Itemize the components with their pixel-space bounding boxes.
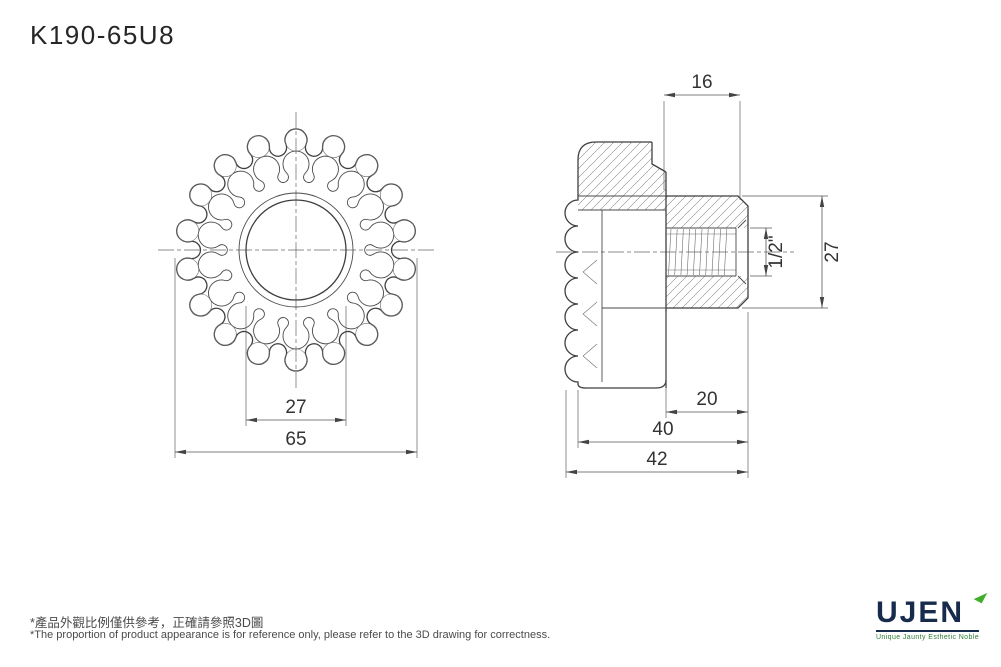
dim-front-bore-label: 27	[285, 397, 306, 418]
thread-tick	[686, 228, 690, 276]
dimension-arrowhead	[666, 409, 677, 415]
grip-ball-circle	[247, 342, 270, 365]
grip-ball-circle	[355, 322, 379, 346]
thread-tick	[705, 228, 709, 276]
knob-side-outline	[564, 141, 667, 389]
grip-ball-circle	[247, 135, 270, 158]
grip-ball-circle	[355, 154, 379, 177]
dimensions	[174, 92, 828, 478]
dimension-arrowhead	[335, 417, 346, 423]
dimension-arrowhead	[763, 228, 769, 239]
thread-turns	[668, 228, 728, 276]
grip-ball-circle	[284, 348, 308, 372]
grip-ball-circles	[176, 128, 416, 372]
boss-outline	[666, 195, 749, 309]
body-section-hatch	[578, 196, 666, 210]
grip-ball-circle	[176, 257, 199, 281]
dimension-arrowhead	[819, 196, 825, 207]
side-view	[556, 141, 794, 389]
dimension-arrowhead	[406, 449, 417, 455]
front-view	[158, 112, 434, 388]
dimension-arrowhead	[175, 449, 186, 455]
dim-side-boss-label: 20	[696, 389, 717, 410]
boss-lower-wall-hatch	[666, 276, 748, 308]
dimension-arrowhead	[737, 469, 748, 475]
thread-entry-chamfer	[737, 219, 747, 285]
logo-tagline: Unique Jaunty Esthetic Noble	[875, 630, 979, 641]
bore-circle	[245, 199, 347, 301]
dim-side-top-label: 16	[691, 72, 712, 93]
flange-section-hatch	[578, 142, 666, 196]
dim-side-total-label: 42	[646, 449, 667, 470]
flange-step-edge	[651, 142, 667, 173]
dimension-arrowhead	[729, 92, 740, 98]
dim-side-thread-label: 1/2"	[766, 235, 787, 268]
dimension-arrowhead	[737, 409, 748, 415]
grip-ball-circle	[189, 183, 212, 207]
grip-groove-chevron	[582, 343, 598, 369]
footnote-english: *The proportion of product appearance is…	[30, 629, 551, 641]
thread-tick	[668, 228, 672, 276]
grip-ball-circle	[379, 183, 403, 207]
grip-ball-circle	[322, 342, 345, 365]
grip-ball-circle	[214, 322, 237, 346]
dim-side-body-label: 40	[652, 419, 673, 440]
grip-groove-chevron	[582, 301, 598, 327]
hub-outer-circle	[238, 192, 354, 308]
thread-tick	[711, 228, 715, 276]
part-number-title: K190-65U8	[30, 20, 176, 50]
grip-ball-circle	[176, 219, 199, 243]
grip-groove-sections	[582, 259, 598, 369]
dim-side-height-label: 27	[822, 241, 843, 262]
footnote-chinese: *產品外觀比例僅供參考，正確請參照3D圖	[30, 616, 264, 630]
grip-groove-chevron	[582, 259, 598, 285]
grip-ball-circle	[379, 293, 403, 317]
grip-ball-circle	[392, 257, 416, 281]
ujen-logo: UJEN Unique Jaunty Esthetic Noble	[875, 588, 988, 641]
thread-tick	[717, 228, 721, 276]
dimension-arrowhead	[763, 265, 769, 276]
grip-ball-circle	[392, 219, 416, 243]
dimension-arrowhead	[664, 92, 675, 98]
thread-tick	[693, 228, 697, 276]
dimension-arrowhead	[578, 439, 589, 445]
thread-tick	[674, 228, 678, 276]
grip-ball-circle	[284, 128, 308, 152]
grip-ball-circle	[214, 154, 237, 177]
logo-name: UJEN	[875, 588, 988, 629]
dimension-arrowhead	[819, 297, 825, 308]
dimension-arrowhead	[566, 469, 577, 475]
dimension-arrowhead	[246, 417, 257, 423]
dim-front-outer-label: 65	[285, 429, 306, 450]
thread-tick	[724, 228, 728, 276]
grip-ball-circle	[189, 293, 212, 317]
grip-ball-circle	[322, 135, 345, 158]
logo-name-text: UJEN	[875, 596, 964, 629]
dimension-arrowhead	[737, 439, 748, 445]
thread-tick	[680, 228, 684, 276]
thread-tick	[699, 228, 703, 276]
boss-upper-wall-hatch	[666, 196, 748, 228]
knob-inner-profile	[197, 150, 395, 350]
